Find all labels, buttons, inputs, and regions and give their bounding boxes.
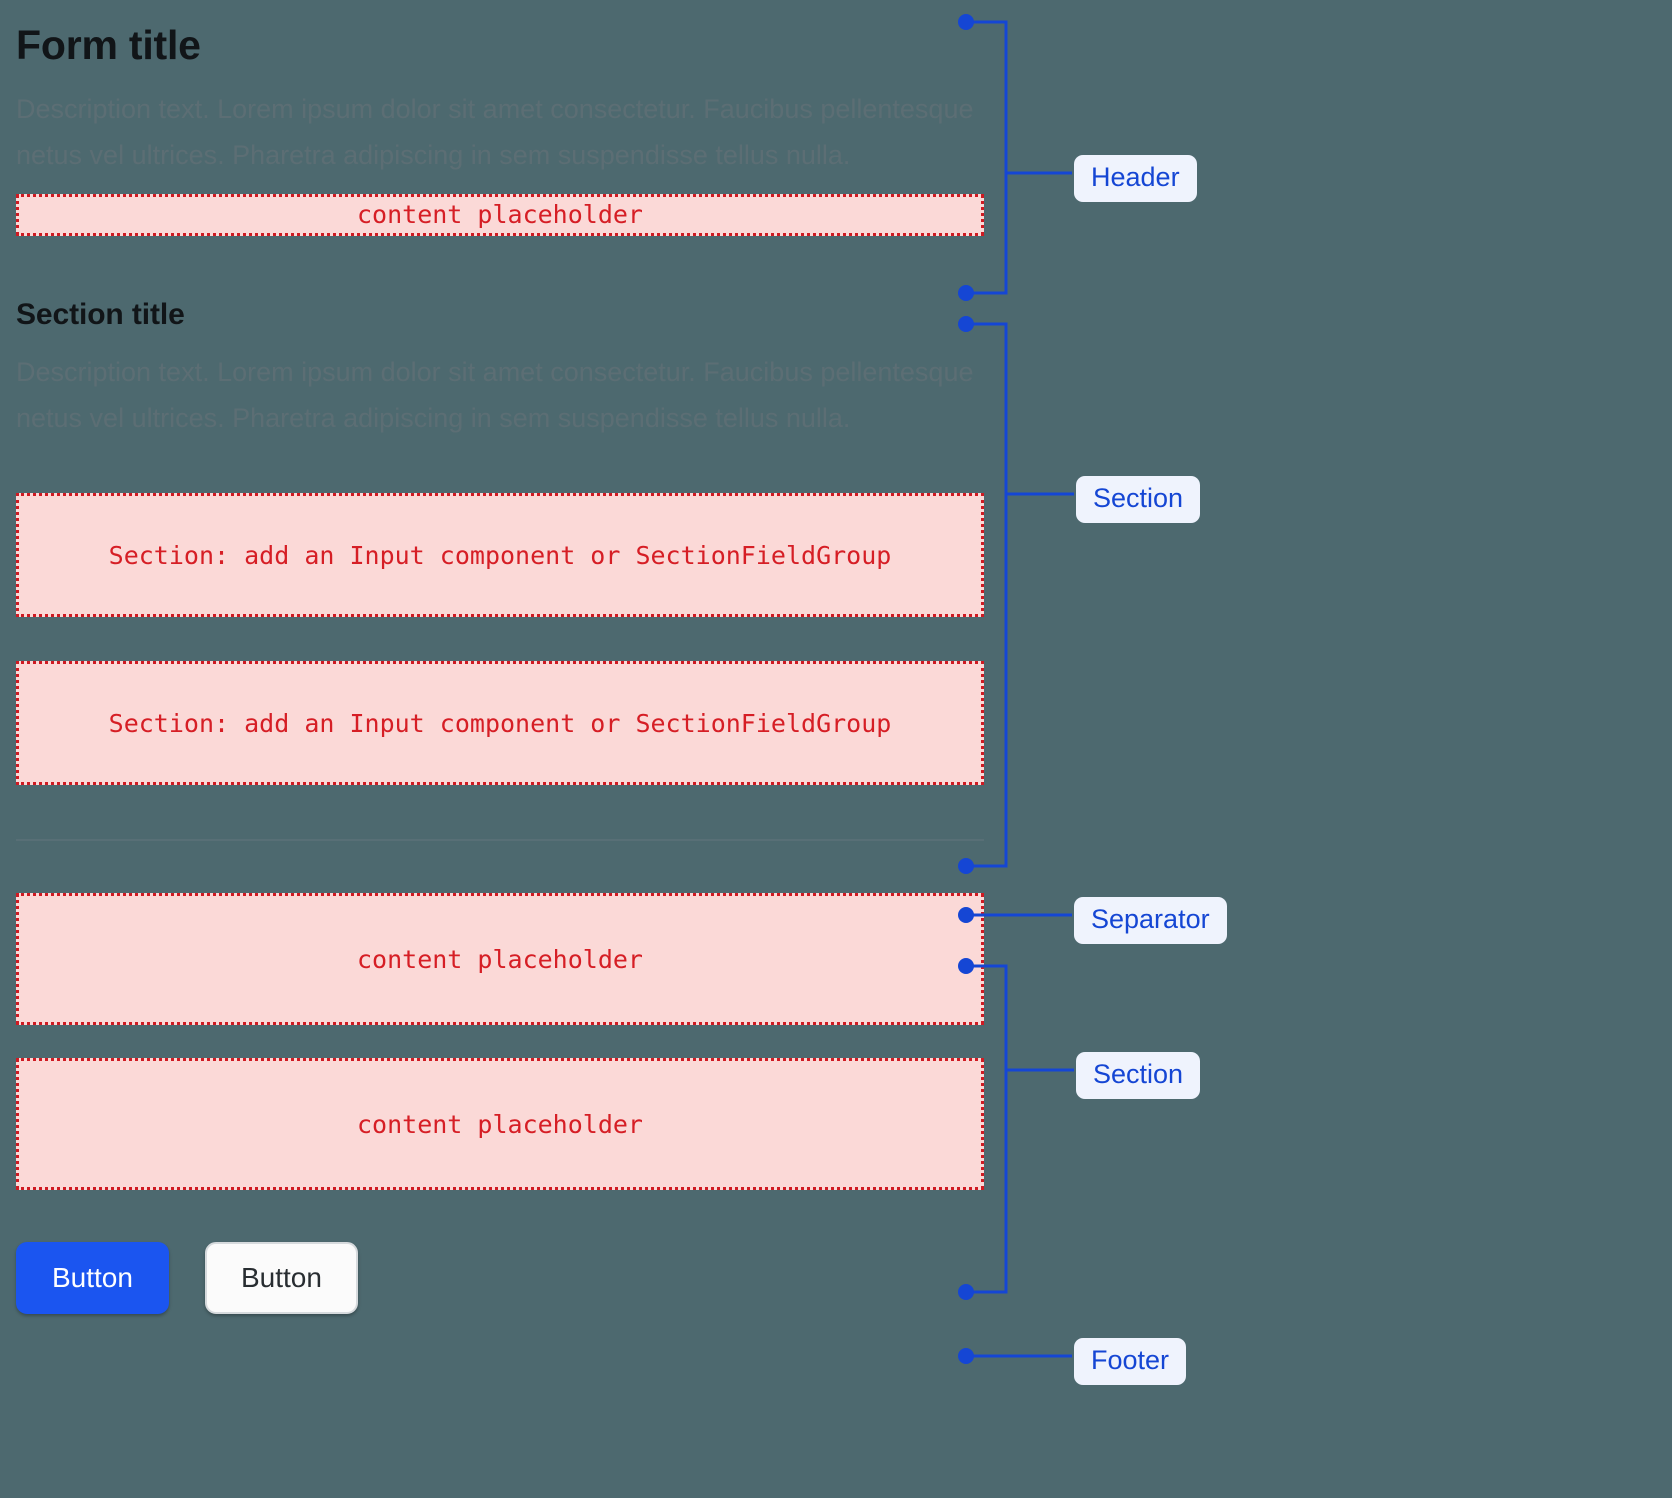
secondary-button[interactable]: Button xyxy=(204,1242,358,1315)
placeholder-label: Section: add an Input component or Secti… xyxy=(108,540,892,570)
section-field-placeholder-2: Section: add an Input component or Secti… xyxy=(16,661,984,786)
form-footer: Button Button xyxy=(16,1242,1018,1315)
annotation-badge-separator[interactable]: Separator xyxy=(1074,897,1227,945)
section-two-content-placeholder-1: content placeholder xyxy=(16,893,984,1026)
section-two-content-placeholder-2: content placeholder xyxy=(16,1058,984,1191)
page-title: Form title xyxy=(16,22,201,68)
placeholder-label: content placeholder xyxy=(357,200,643,230)
form-header: Form title Description text. Lorem ipsum… xyxy=(16,22,1018,236)
annotation-badge-header[interactable]: Header xyxy=(1074,155,1197,203)
placeholder-label: content placeholder xyxy=(357,944,643,974)
section-field-placeholder-1: Section: add an Input component or Secti… xyxy=(16,493,984,618)
annotation-badge-section-one[interactable]: Section xyxy=(1076,476,1201,524)
separator xyxy=(16,839,984,842)
section-one: Section title Description text. Lorem ip… xyxy=(16,297,1018,786)
form-description: Description text. Lorem ipsum dolor sit … xyxy=(16,94,974,170)
anchor-dot xyxy=(958,1348,974,1364)
section-two: content placeholder content placeholder xyxy=(16,893,1018,1191)
primary-button[interactable]: Button xyxy=(16,1242,169,1315)
section-title: Section title xyxy=(16,297,185,331)
form-column: Form title Description text. Lorem ipsum… xyxy=(16,0,1018,1315)
header-content-placeholder: content placeholder xyxy=(16,193,984,236)
annotation-badge-section-two[interactable]: Section xyxy=(1076,1052,1201,1100)
section-description: Description text. Lorem ipsum dolor sit … xyxy=(16,357,974,433)
annotation-badge-footer[interactable]: Footer xyxy=(1074,1338,1187,1386)
placeholder-label: content placeholder xyxy=(357,1109,643,1139)
placeholder-label: Section: add an Input component or Secti… xyxy=(108,708,892,738)
